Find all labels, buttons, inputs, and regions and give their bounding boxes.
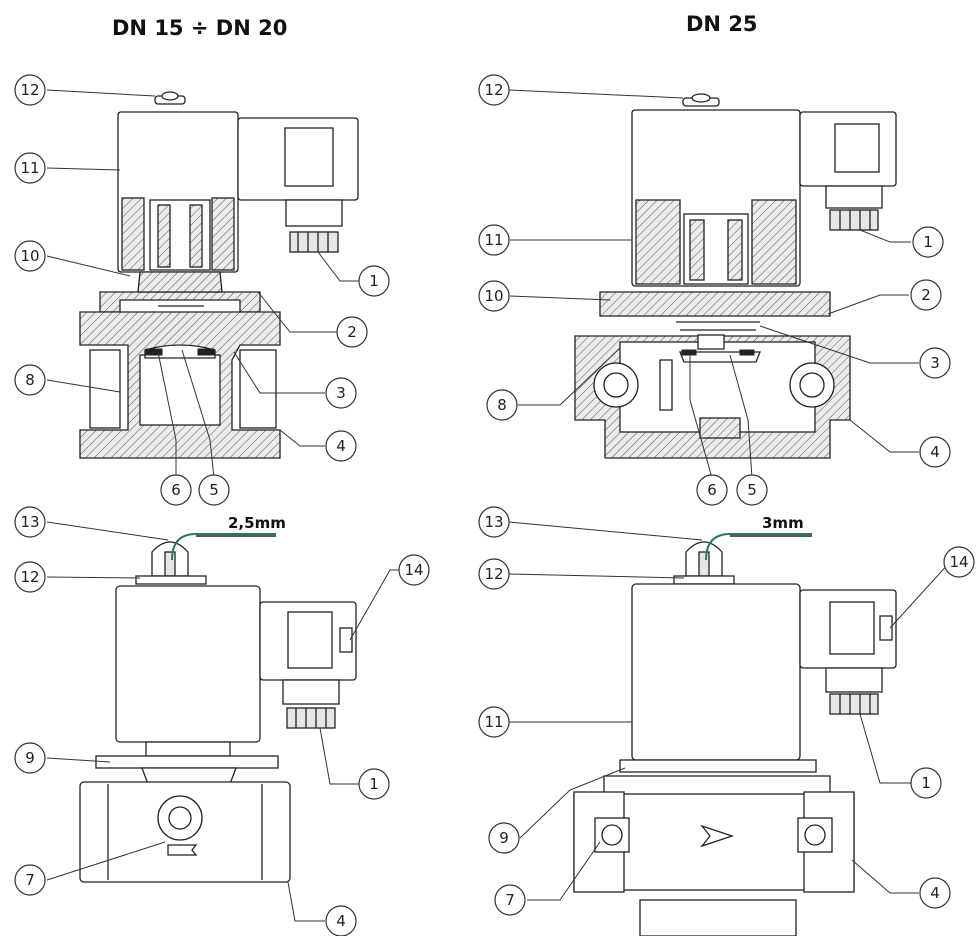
callout-number: 11: [20, 159, 39, 177]
callout-circle: [736, 474, 768, 506]
section-view-dn25: [574, 93, 897, 459]
callout-number: 1: [369, 775, 379, 793]
exterior-view-dn25: [573, 533, 897, 936]
callout-number: 4: [930, 443, 940, 461]
callout-number: 12: [484, 81, 503, 99]
callout-number: 1: [923, 233, 933, 251]
callout-number: 4: [336, 912, 346, 930]
callout-circle: [478, 280, 510, 312]
callout-number: 1: [921, 774, 931, 792]
callout-circle: [14, 240, 46, 272]
callout-number: 3: [336, 384, 346, 402]
leader-lines: [46, 89, 959, 922]
callout-number: 13: [20, 513, 39, 531]
callout-circle: [160, 474, 192, 506]
callout-circle: [14, 364, 46, 396]
callout-circle: [919, 347, 951, 379]
callout-circle: [14, 506, 46, 538]
callout-number: 5: [209, 481, 219, 499]
dimension-label-left: 2,5mm: [228, 514, 286, 532]
callout-number: 10: [20, 247, 39, 265]
title-dn25: DN 25: [686, 12, 758, 36]
callout-circle: [325, 905, 357, 936]
callout-number: 11: [484, 713, 503, 731]
callout-number: 12: [484, 565, 503, 583]
callout-circle: [358, 768, 390, 800]
callout-circle: [494, 884, 526, 916]
callout-number: 9: [499, 829, 509, 847]
section-view-dn15-20: [79, 91, 359, 459]
callout-number: 6: [171, 481, 181, 499]
callout-circle: [14, 742, 46, 774]
callout-circle: [14, 864, 46, 896]
callout-number: 3: [930, 354, 940, 372]
callout-circle: [14, 74, 46, 106]
callout-number: 11: [484, 231, 503, 249]
callout-circle: [325, 377, 357, 409]
callout-number: 4: [930, 884, 940, 902]
callout-circle: [696, 474, 728, 506]
callout-number: 2: [347, 323, 357, 341]
callout-circle: [912, 226, 944, 258]
callout-circle: [14, 152, 46, 184]
callout-number: 14: [949, 553, 968, 571]
callout-circle: [198, 474, 230, 506]
callout-number: 7: [25, 871, 35, 889]
callout-circle: [478, 74, 510, 106]
callout-circle: [358, 265, 390, 297]
callout-number: 7: [505, 891, 515, 909]
exterior-view-dn15-20: [79, 533, 357, 883]
callout-circle: [478, 506, 510, 538]
callout-circle: [919, 436, 951, 468]
callout-circle: [486, 389, 518, 421]
callout-circle: [398, 554, 430, 586]
callout-number: 10: [484, 287, 503, 305]
callout-circle: [910, 279, 942, 311]
callout-number: 12: [20, 81, 39, 99]
callout-circle: [14, 561, 46, 593]
callout-number: 8: [25, 371, 35, 389]
dimension-label-right: 3mm: [762, 514, 804, 532]
callout-number: 9: [25, 749, 35, 767]
callout-circle: [943, 546, 975, 578]
callout-number: 2: [921, 286, 931, 304]
title-dn15-dn20: DN 15 ÷ DN 20: [112, 16, 288, 40]
callout-circle: [336, 316, 368, 348]
callout-circle: [478, 224, 510, 256]
callout-circle: [910, 767, 942, 799]
callout-circle: [478, 706, 510, 738]
callout-number: 5: [747, 481, 757, 499]
callout-circle: [919, 877, 951, 909]
callout-number: 1: [369, 272, 379, 290]
callout-circle: [325, 430, 357, 462]
callout-number: 6: [707, 481, 717, 499]
callout-circle: [488, 822, 520, 854]
callout-number: 4: [336, 437, 346, 455]
callout-number: 12: [20, 568, 39, 586]
callout-circle: [478, 558, 510, 590]
callout-number: 8: [497, 396, 507, 414]
callout-number: 14: [404, 561, 423, 579]
callout-number: 13: [484, 513, 503, 531]
